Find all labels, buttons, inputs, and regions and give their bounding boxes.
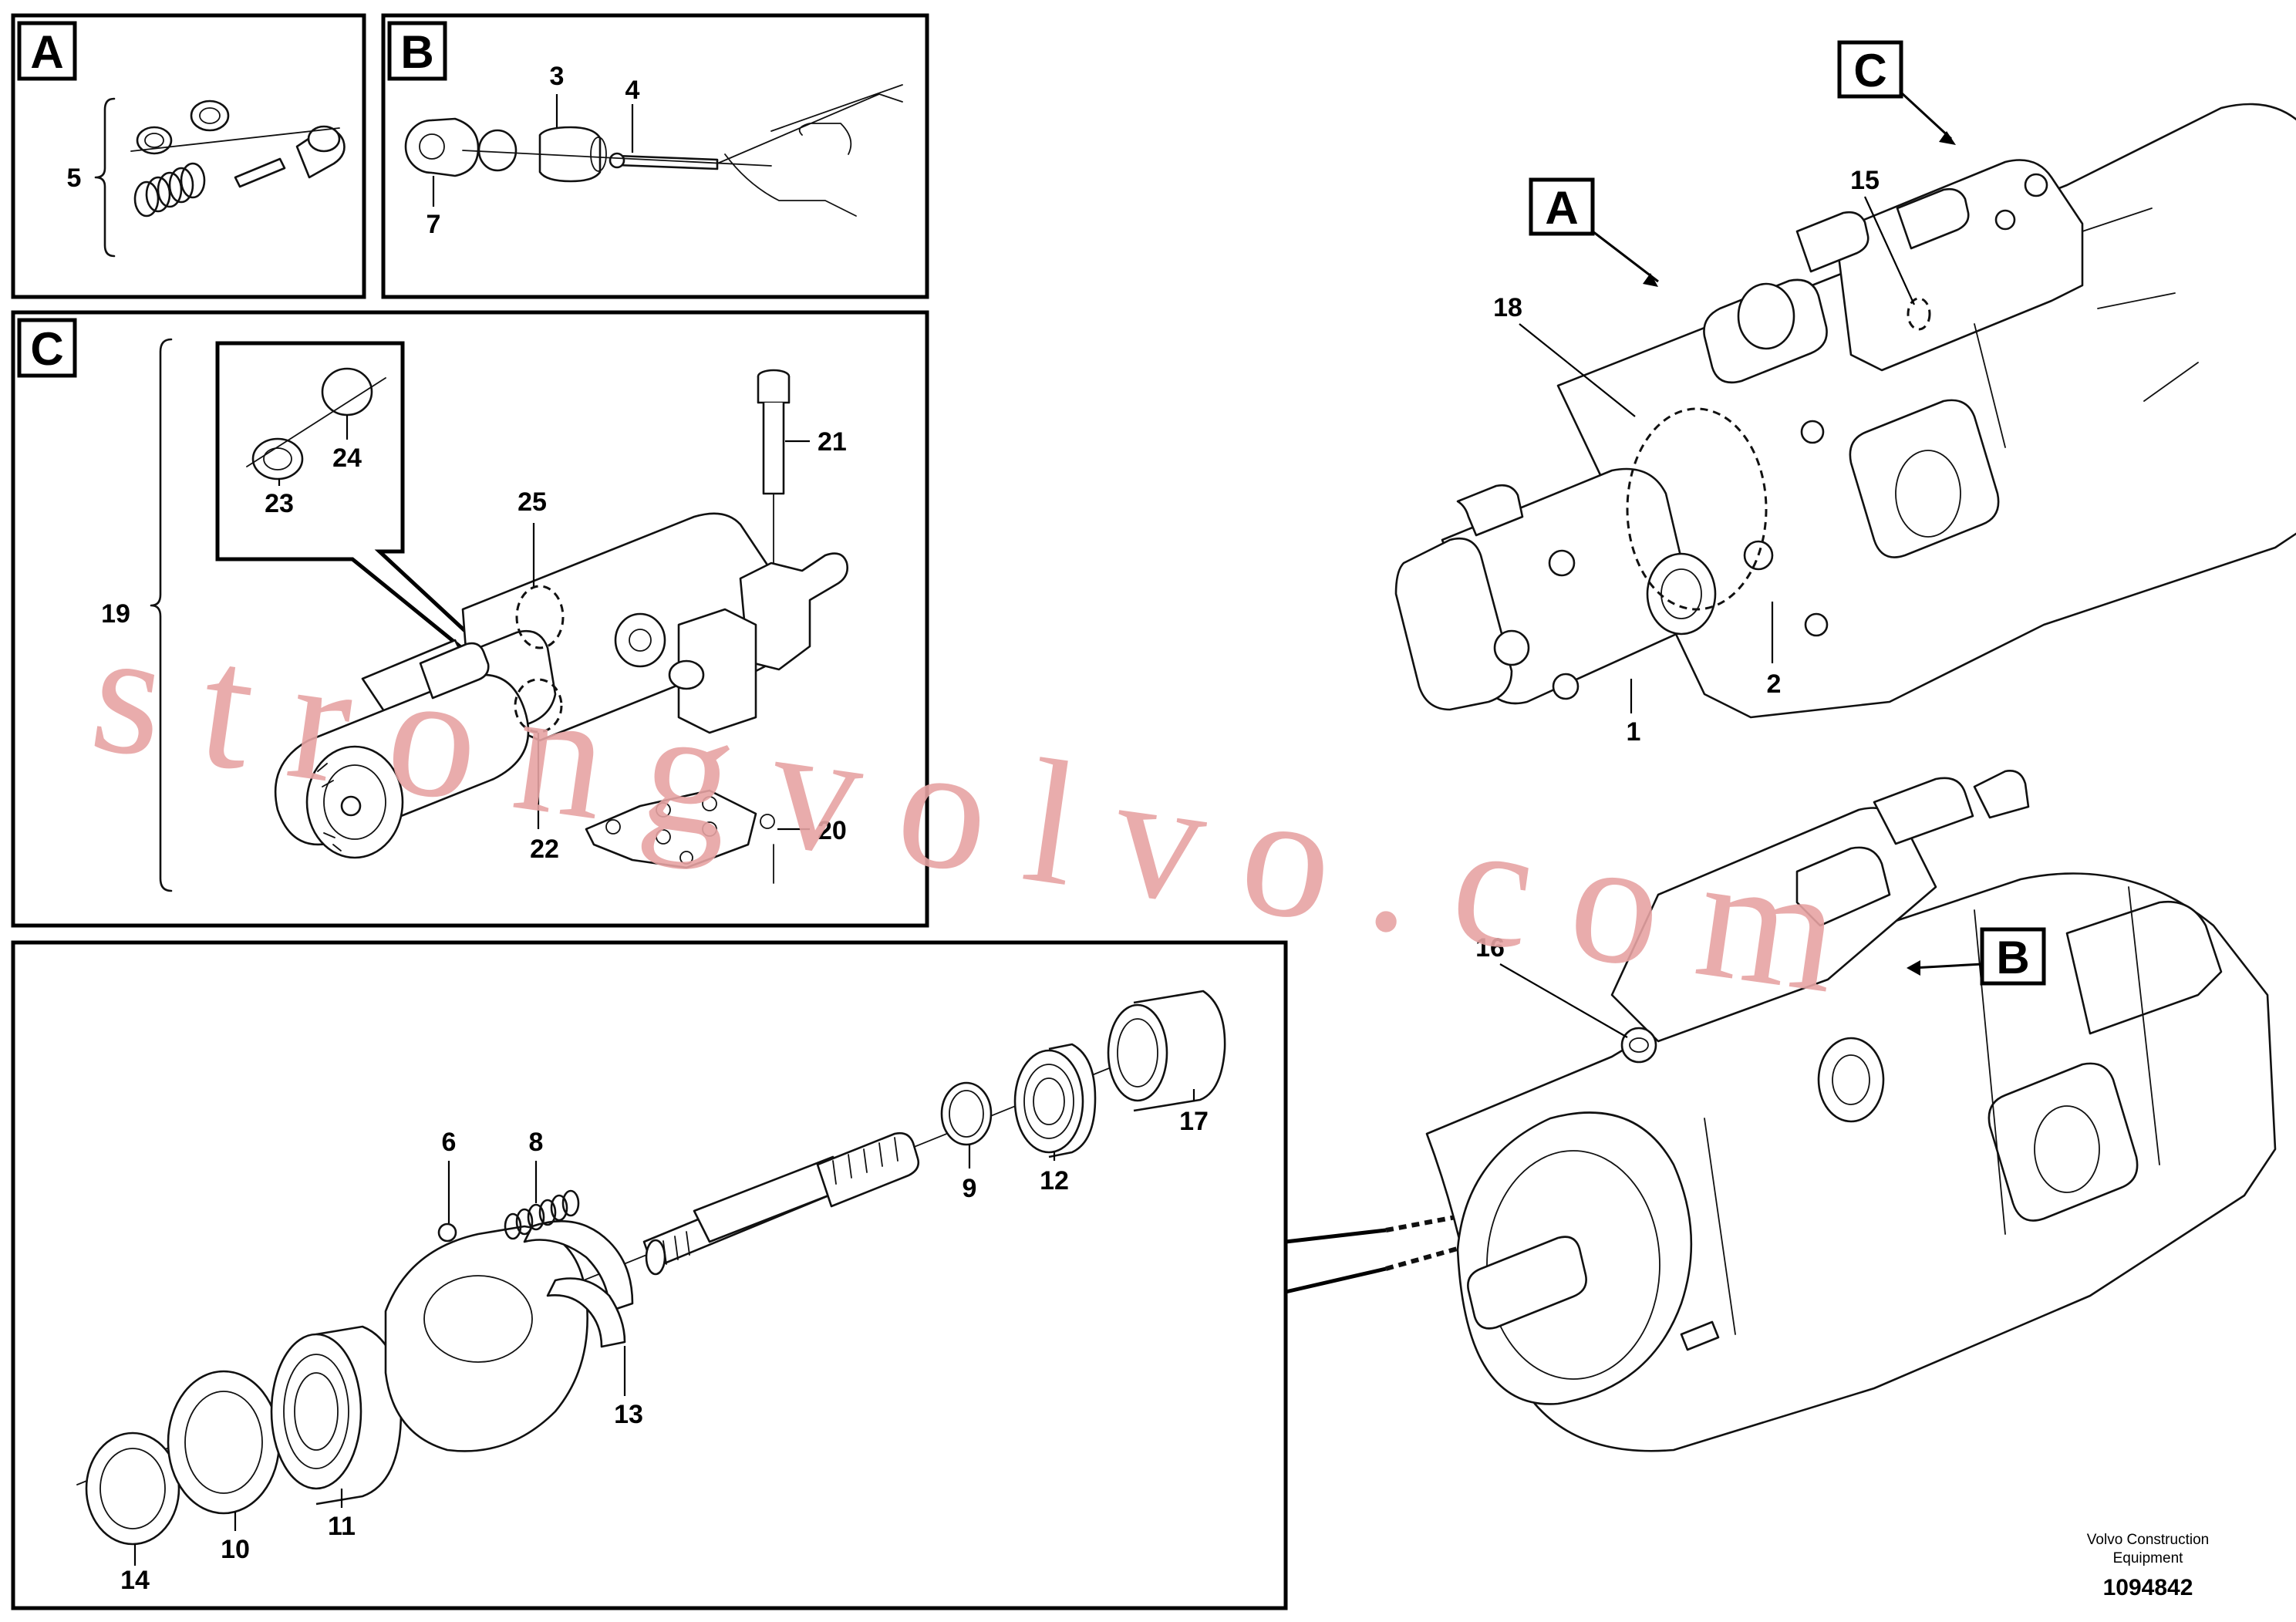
port-flange-bottom (1988, 1062, 2139, 1222)
panel-b: B 7 3 4 (381, 13, 929, 299)
panel-c-tag (17, 318, 77, 378)
spring-a (133, 162, 206, 218)
half-ring-13 (523, 1220, 634, 1313)
panel-b-tag (387, 21, 447, 81)
seal-location-22 (514, 678, 563, 733)
part-number-16: 16 (1475, 933, 1505, 963)
spring-8 (504, 1189, 580, 1240)
part-number-13: 13 (614, 1400, 643, 1429)
part-number-7: 7 (426, 210, 441, 239)
panel-shaft-frame (11, 940, 1288, 1610)
panel-b-frame (381, 13, 929, 299)
part-number-22: 22 (530, 835, 559, 864)
view-tag-b (1980, 927, 2046, 986)
seal-location-18 (1626, 407, 1768, 611)
part-number-5: 5 (67, 164, 82, 193)
part-number-1: 1 (1627, 717, 1641, 747)
panel-a: A 5 (11, 13, 366, 299)
panel-a-tag (17, 21, 77, 81)
panel-shaft: 14 10 11 6 13 (11, 940, 1633, 1610)
housing-sketch-b (716, 84, 903, 217)
part-number-10: 10 (221, 1535, 250, 1564)
valve-assembly (274, 512, 848, 859)
part-number-21: 21 (818, 427, 847, 457)
panel-c-tag-text: C (30, 323, 63, 375)
o-ring-b (477, 129, 518, 172)
panel-a-frame (11, 13, 366, 299)
gasket-20 (585, 789, 775, 869)
brace-19 (150, 338, 173, 892)
part-number-18: 18 (1493, 293, 1522, 322)
panel-a-tag-text: A (30, 26, 63, 78)
part-number-20: 20 (818, 816, 847, 845)
brace-5 (94, 97, 116, 258)
bearing-12 (1013, 1043, 1097, 1158)
view-tag-a (1529, 177, 1595, 236)
brand-line-2: Equipment (2113, 1550, 2184, 1566)
part-number-17: 17 (1179, 1107, 1209, 1136)
pump-top-view: A C 18 15 1 2 (1394, 40, 2296, 747)
part-number-3: 3 (550, 62, 565, 91)
part-number-8: 8 (529, 1128, 544, 1157)
pump-bottom-view: B 16 (1425, 770, 2277, 1452)
drawing-number: 1094842 (2103, 1575, 2193, 1600)
view-tag-c-text: C (1853, 45, 1886, 96)
port-flange-top (1849, 399, 2000, 558)
pin-a (234, 157, 286, 188)
part-number-11: 11 (328, 1512, 356, 1541)
part-number-14: 14 (120, 1566, 150, 1595)
seal-location-25 (515, 585, 565, 649)
panel-c: C 19 23 24 21 (11, 310, 929, 928)
part-number-9: 9 (963, 1174, 977, 1203)
swashplate-6 (384, 1222, 588, 1452)
part-number-12: 12 (1040, 1166, 1069, 1195)
part-number-25: 25 (518, 487, 547, 517)
part-number-19: 19 (101, 599, 130, 629)
rear-port-bottom (2065, 900, 2223, 1035)
part-number-23: 23 (265, 489, 294, 518)
view-tag-a-text: A (1545, 182, 1578, 234)
part-number-24: 24 (332, 443, 362, 473)
part-number-6: 6 (442, 1128, 457, 1157)
seal-ring-23 (251, 437, 304, 481)
part-number-2: 2 (1767, 669, 1782, 699)
seal-location-15 (1907, 297, 1931, 331)
part-number-4: 4 (625, 76, 640, 105)
panel-b-tag-text: B (400, 26, 433, 78)
bolt-21 (757, 369, 791, 633)
control-valve-top (1834, 159, 2084, 372)
washer-a1 (136, 126, 173, 155)
view-tag-c (1837, 40, 1903, 99)
top-hex-cap (1456, 484, 1524, 537)
shaft-end-bottom (1467, 1236, 1587, 1330)
washer-a2 (190, 99, 230, 132)
bushing-17 (1107, 990, 1226, 1112)
panel-c-frame (11, 310, 929, 928)
brand-line-1: Volvo Construction (2087, 1532, 2209, 1548)
view-tag-b-text: B (1996, 932, 2029, 983)
piston-3 (538, 126, 602, 183)
drive-shaft (642, 1131, 920, 1276)
part-number-15: 15 (1850, 166, 1880, 195)
bearing-11 (270, 1325, 403, 1506)
